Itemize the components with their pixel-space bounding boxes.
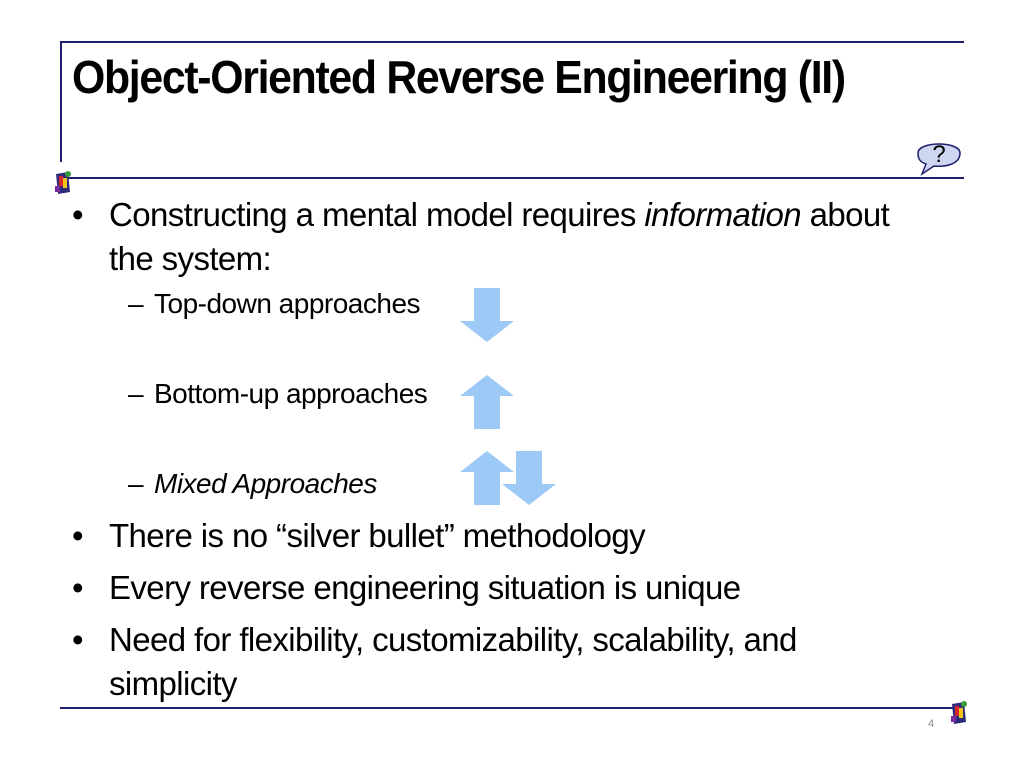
up-arrow-icon: [460, 451, 514, 505]
university-logo-icon: [55, 171, 71, 194]
sub-bullet-text: Top-down approaches: [154, 288, 421, 319]
bullet-item: • There is no “silver bullet” methodolog…: [72, 514, 929, 558]
sub-bullet-item: – Bottom-up approaches: [128, 377, 428, 411]
sub-bullet-dash: –: [128, 288, 144, 319]
slide-title: Object-Oriented Reverse Engineering (II): [72, 51, 846, 103]
help-bubble-icon[interactable]: ?: [910, 135, 968, 177]
bullet-text: Need for flexibility, customizability, s…: [109, 621, 797, 702]
university-logo-icon: [951, 701, 967, 724]
title-frame-top: [60, 41, 964, 43]
bullet-text-part: Constructing a mental model requires: [109, 196, 645, 233]
bullet-dot: •: [72, 569, 84, 606]
page-number: 4: [928, 718, 935, 730]
bullet-text-part: about the system:: [109, 196, 890, 277]
title-divider: [60, 177, 964, 179]
sub-bullet-dash: –: [128, 468, 144, 499]
sub-bullet-text: Mixed Approaches: [154, 468, 377, 499]
bullet-emphasis: information: [644, 196, 802, 233]
bullet-text: There is no “silver bullet” methodology: [109, 517, 646, 554]
bullet-dot: •: [72, 517, 84, 554]
sub-bullet-text: Bottom-up approaches: [154, 378, 428, 409]
title-frame-left: [60, 41, 62, 162]
bullet-item: • Need for flexibility, customizability,…: [72, 618, 849, 706]
bullet-item: • Constructing a mental model requires i…: [72, 193, 929, 281]
bullet-dot: •: [72, 196, 84, 233]
down-arrow-icon: [460, 288, 514, 342]
help-question-mark: ?: [932, 141, 945, 168]
sub-bullet-item: – Top-down approaches: [128, 287, 421, 321]
sub-bullet-dash: –: [128, 378, 144, 409]
sub-bullet-item: – Mixed Approaches: [128, 467, 377, 501]
bullet-dot: •: [72, 621, 84, 658]
bullet-text: Constructing a mental model requires inf…: [109, 193, 929, 281]
bullet-item: • Every reverse engineering situation is…: [72, 566, 929, 610]
up-arrow-icon: [460, 375, 514, 429]
down-arrow-icon: [502, 451, 556, 505]
bullet-text: Every reverse engineering situation is u…: [109, 569, 741, 606]
footer-divider: [60, 707, 964, 709]
